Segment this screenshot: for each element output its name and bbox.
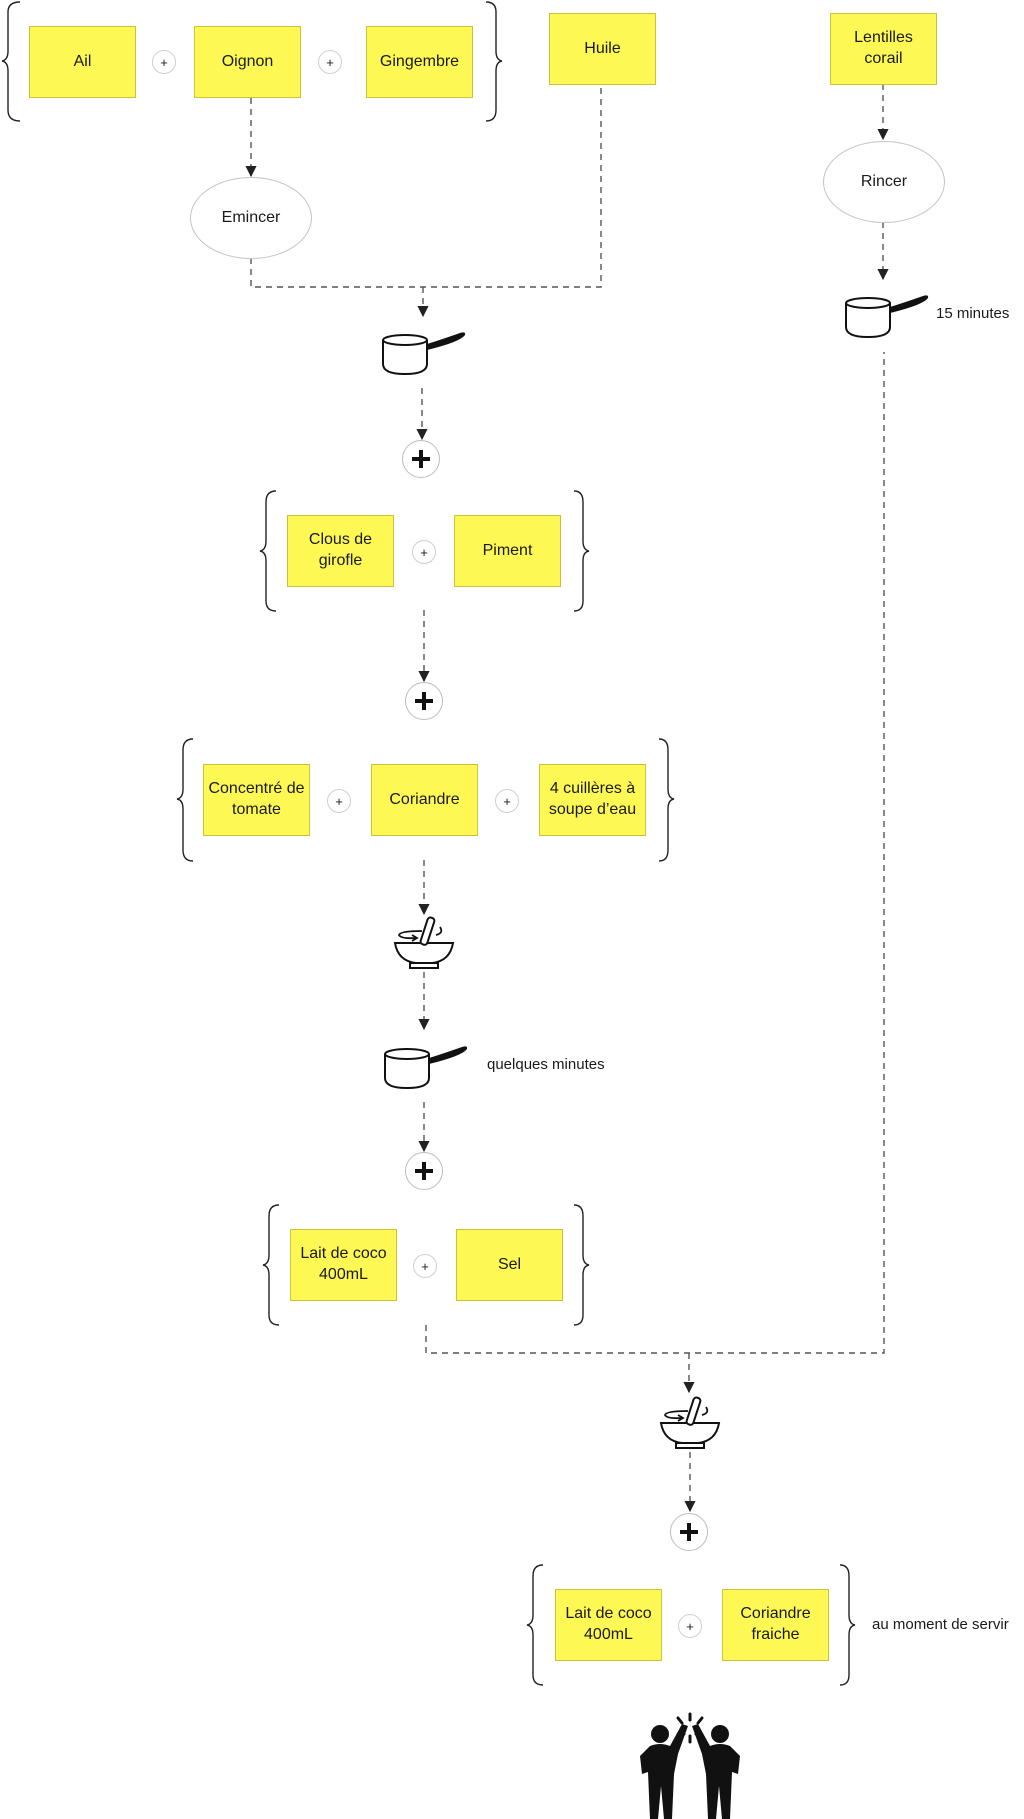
ingredient-label: Piment [482, 541, 533, 559]
saucepan-icon [382, 332, 466, 376]
ingredient-note-piment: Piment [454, 515, 561, 587]
step-label: Rincer [860, 173, 908, 190]
bracket-right-3 [658, 738, 675, 862]
duration-label-lentils: 15 minutes [936, 305, 1010, 322]
ingredient-label: Ail [73, 52, 92, 70]
ingredient-label: Huile [584, 39, 621, 57]
saucepan-icon [384, 1046, 468, 1090]
plus-icon [670, 1513, 708, 1551]
bracket-left-2 [259, 490, 277, 612]
ingredient-note-coriandre-fraiche: Coriandre fraiche [722, 1589, 829, 1661]
small-plus-icon: + [413, 1254, 437, 1278]
mortar-pestle-icon [393, 916, 455, 969]
ingredient-label: Oignon [221, 52, 274, 70]
small-plus-icon: + [318, 50, 342, 74]
small-plus-icon: + [327, 789, 351, 813]
ingredient-note-lentilles: Lentilles corail [830, 13, 937, 85]
ingredient-label: Gingembre [379, 52, 460, 70]
ingredient-label: Concentré de tomate [208, 780, 305, 818]
ingredient-note-clous: Clous de girofle [287, 515, 394, 587]
bracket-left-4 [262, 1204, 280, 1326]
ingredient-label: Lait de coco 400mL [300, 1245, 387, 1283]
bracket-left-1 [1, 1, 21, 122]
ingredient-note-lait-2: Lait de coco 400mL [555, 1589, 662, 1661]
ingredient-label: Lait de coco 400mL [565, 1605, 652, 1643]
bracket-right-2 [573, 490, 590, 612]
ingredient-note-coriandre: Coriandre [371, 764, 478, 836]
bracket-right-4 [573, 1204, 590, 1326]
bracket-right-5 [839, 1564, 856, 1686]
ingredient-label: Lentilles corail [854, 29, 913, 67]
ingredient-note-sel: Sel [456, 1229, 563, 1301]
step-label: Emincer [221, 209, 281, 226]
saucepan-icon [845, 295, 929, 339]
plus-icon [405, 1152, 443, 1190]
step-emincer: Emincer [190, 177, 312, 259]
duration-label-cook: quelques minutes [487, 1056, 605, 1073]
ingredient-label: Clous de girofle [308, 531, 373, 569]
ingredient-label: Coriandre fraiche [740, 1605, 811, 1643]
ingredient-note-gingembre: Gingembre [366, 26, 473, 98]
bracket-right-1 [485, 1, 503, 122]
ingredient-note-huile: Huile [549, 13, 656, 85]
ingredient-note-ail: Ail [29, 26, 136, 98]
plus-icon [405, 682, 443, 720]
small-plus-icon: + [412, 540, 436, 564]
small-plus-icon: + [495, 789, 519, 813]
ingredient-label: 4 cuillères à soupe d’eau [548, 780, 637, 818]
ingredient-note-eau: 4 cuillères à soupe d’eau [539, 764, 646, 836]
ingredient-note-concentre: Concentré de tomate [203, 764, 310, 836]
small-plus-icon: + [152, 50, 176, 74]
ingredient-note-lait-1: Lait de coco 400mL [290, 1229, 397, 1301]
ingredient-label: Sel [497, 1255, 522, 1273]
ingredient-note-oignon: Oignon [194, 26, 301, 98]
serve-note-label: au moment de servir [872, 1616, 1009, 1633]
ingredient-label: Coriandre [389, 790, 460, 808]
small-plus-icon: + [678, 1614, 702, 1638]
mortar-pestle-icon [659, 1396, 721, 1449]
high-five-icon [640, 1712, 740, 1819]
plus-icon [402, 440, 440, 478]
step-rincer: Rincer [823, 141, 945, 223]
bracket-left-5 [526, 1564, 544, 1686]
bracket-left-3 [176, 738, 194, 862]
